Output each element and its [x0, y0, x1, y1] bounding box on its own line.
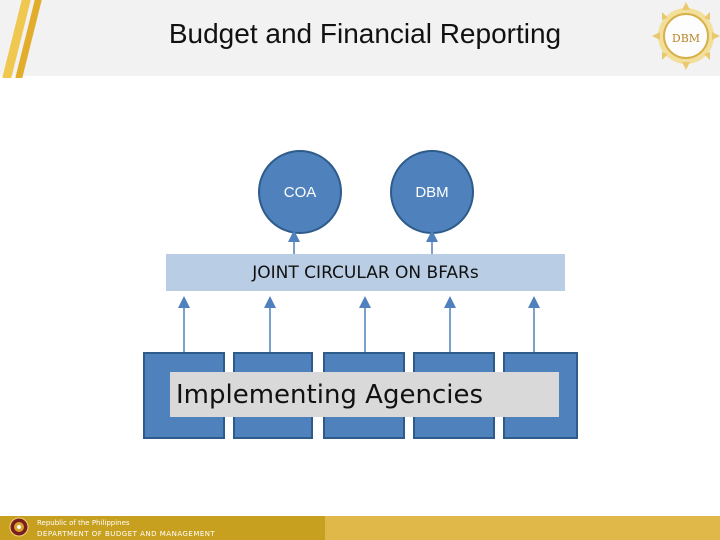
- footer-band: Republic of the Philippines DEPARTMENT O…: [0, 516, 325, 540]
- joint-circular-bar: JOINT CIRCULAR ON BFARs: [166, 254, 565, 291]
- dbm-seal-logo: DBM: [652, 2, 720, 70]
- joint-circular-label: JOINT CIRCULAR ON BFARs: [252, 262, 479, 283]
- slide-header: Budget and Financial Reporting: [0, 0, 720, 78]
- dbm-node: DBM: [390, 150, 474, 234]
- slide-title: Budget and Financial Reporting: [168, 18, 562, 49]
- slide-footer: Republic of the Philippines DEPARTMENT O…: [0, 516, 720, 540]
- dbm-emblem-icon: [9, 517, 29, 537]
- footer-department-text: DEPARTMENT OF BUDGET AND MANAGEMENT: [37, 530, 216, 538]
- seal-text: DBM: [672, 32, 700, 45]
- implementing-agencies-label: Implementing Agencies: [170, 372, 559, 417]
- dbm-node-label: DBM: [415, 183, 449, 201]
- coa-node-label: COA: [283, 183, 317, 201]
- footer-republic-text: Republic of the Philippines: [37, 519, 130, 527]
- coa-node: COA: [258, 150, 342, 234]
